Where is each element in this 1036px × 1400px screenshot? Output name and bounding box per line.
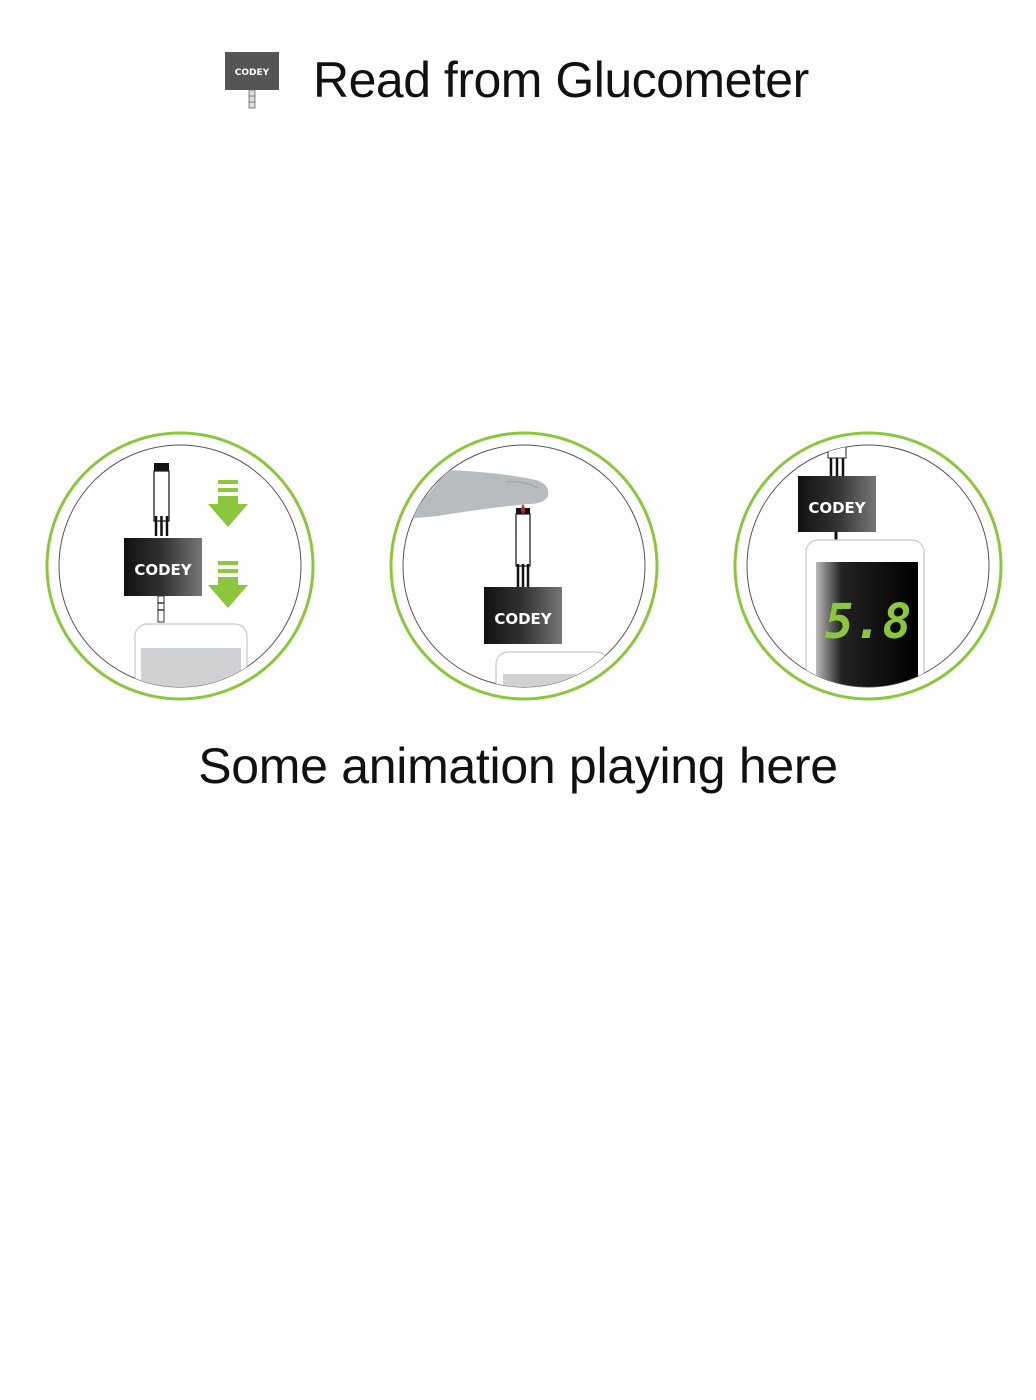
animation-placeholder-caption: Some animation playing here	[198, 738, 838, 794]
page-title: Read from Glucometer	[313, 52, 809, 108]
header-logo-label: CODEY	[235, 68, 270, 78]
codey-device-icon	[124, 538, 202, 596]
step-apply-blood-sample: CODEY	[388, 430, 660, 702]
test-strip-icon	[515, 513, 531, 567]
down-arrow-icon	[208, 480, 248, 527]
header: CODEY Read from Glucometer	[0, 44, 1036, 124]
glucose-reading: 5.8	[825, 594, 912, 650]
down-arrow-icon	[208, 561, 248, 608]
step-view-reading: CODEY 5.8	[732, 430, 1004, 702]
phone-screen	[816, 562, 918, 687]
instruction-steps: CODEY	[0, 430, 1036, 705]
device-label: CODEY	[134, 561, 192, 579]
blood-drop-icon	[521, 504, 525, 514]
codey-device-icon	[798, 476, 876, 532]
codey-device-icon: CODEY	[225, 48, 279, 112]
test-strip-icon	[153, 470, 170, 522]
device-label: CODEY	[808, 499, 866, 517]
device-label: CODEY	[494, 610, 552, 628]
codey-device-icon	[484, 587, 562, 644]
step-insert-device: CODEY	[44, 430, 316, 702]
